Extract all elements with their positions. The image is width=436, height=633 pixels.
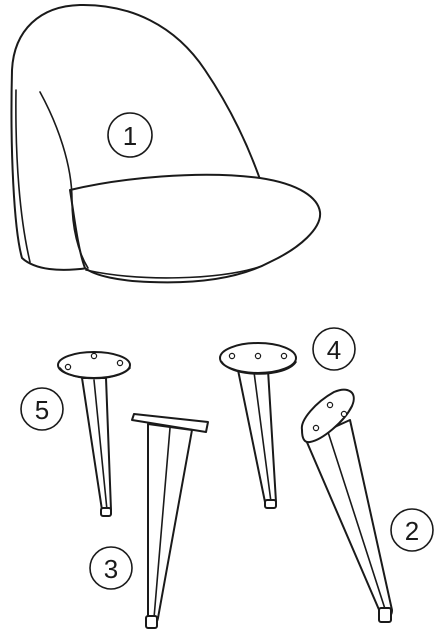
part-label-1-text: 1 [123, 121, 137, 151]
part-label-3: 3 [90, 547, 132, 589]
part-label-4-text: 4 [327, 335, 341, 365]
seat-cushion [70, 175, 320, 283]
part-label-1: 1 [108, 113, 152, 157]
leg-2-part: 2 [302, 390, 433, 622]
part-label-3-text: 3 [104, 554, 118, 584]
part-label-4: 4 [313, 328, 355, 370]
part-label-5: 5 [21, 388, 63, 430]
leg-3-shaft [148, 424, 192, 626]
leg-5-part: 5 [21, 352, 130, 516]
part-label-2-text: 2 [405, 516, 419, 546]
part-label-2: 2 [391, 509, 433, 551]
part-label-5-text: 5 [35, 395, 49, 425]
seat-part: 1 [11, 5, 320, 282]
